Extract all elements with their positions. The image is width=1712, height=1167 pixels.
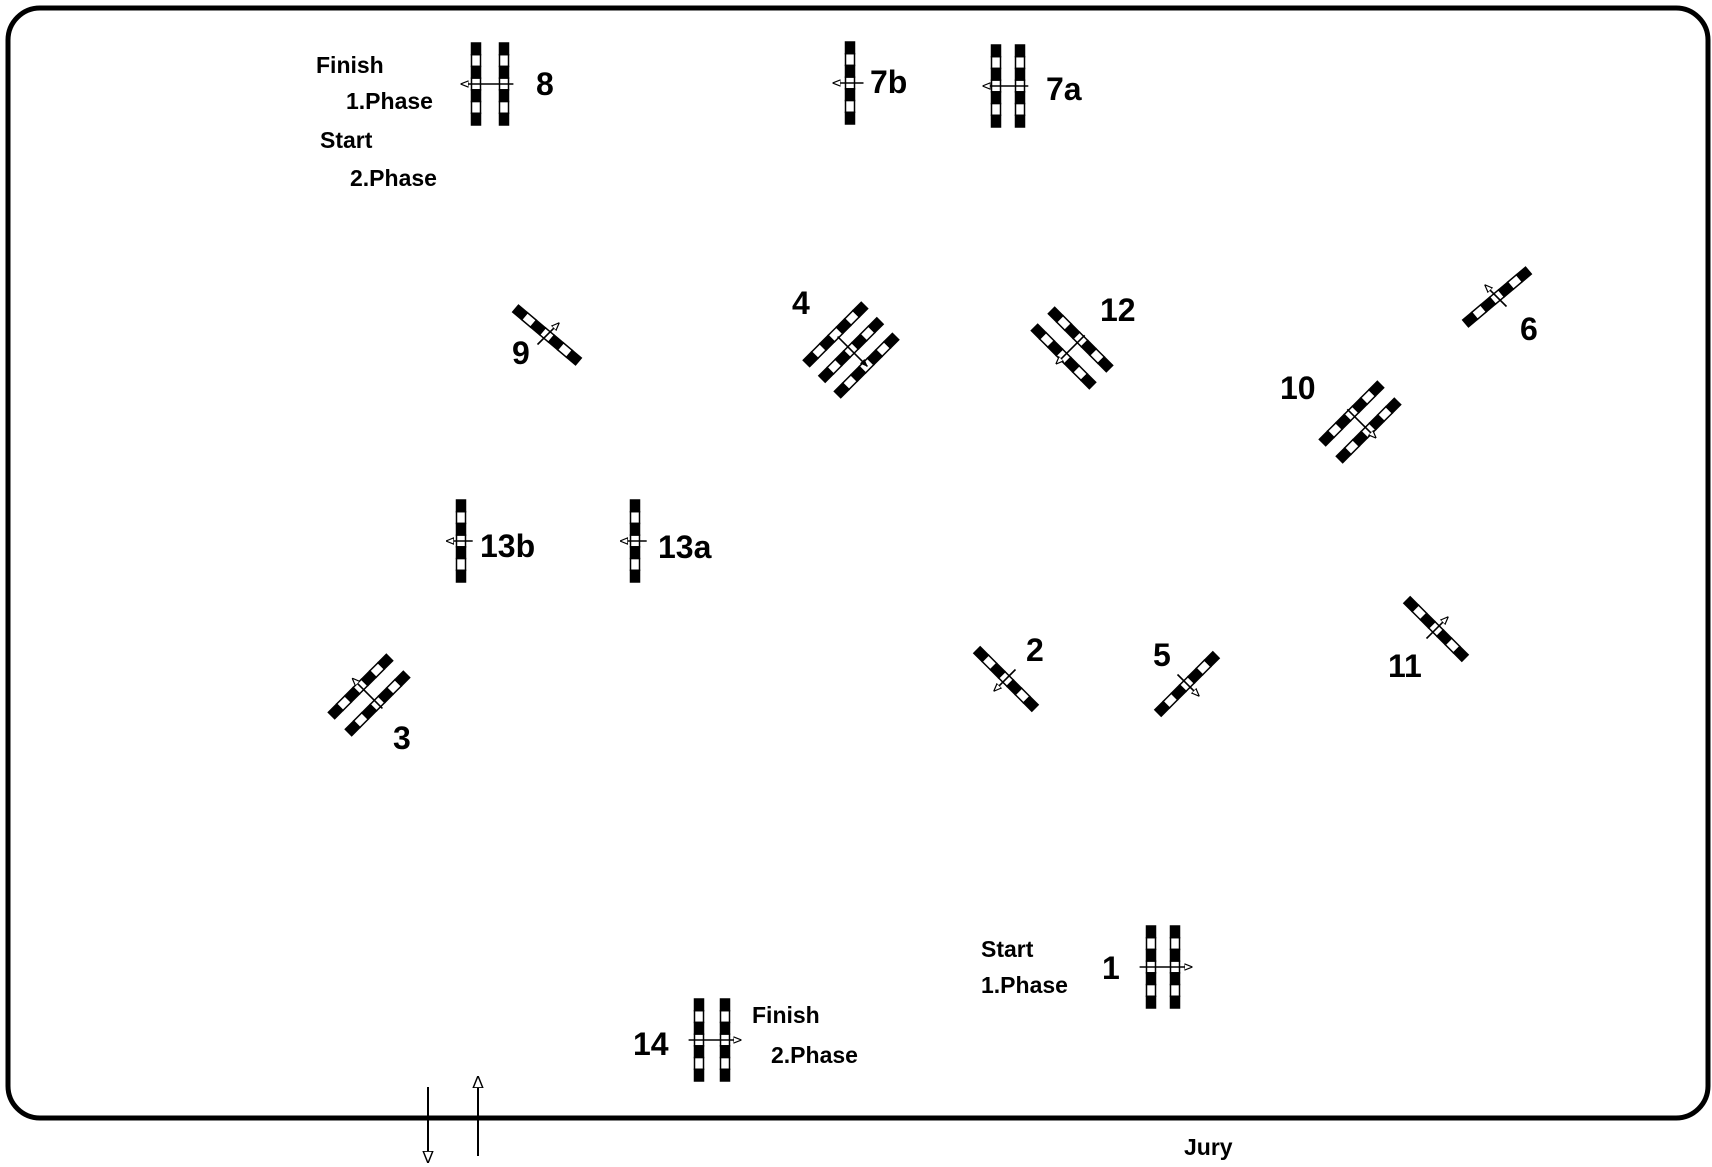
obstacle-number-7a: 7a [1046, 71, 1082, 107]
obstacle-number-9: 9 [512, 335, 530, 371]
obstacle-number-13a: 13a [658, 529, 712, 565]
obstacles [327, 41, 1533, 1082]
obstacle-10-rail [1318, 380, 1385, 447]
obstacle-8 [461, 42, 514, 126]
obstacle-6 [1461, 266, 1533, 328]
obstacle-4 [802, 301, 900, 399]
obstacle-7a-rail [990, 44, 1002, 128]
obstacle-number-11: 11 [1388, 648, 1422, 684]
obstacle-11 [1402, 595, 1470, 663]
obstacle-number-7b: 7b [870, 64, 908, 100]
obstacle-12-rail [1047, 306, 1114, 373]
obstacle-6-rail [1461, 266, 1533, 328]
finish-phase1-label: Finish [316, 52, 384, 78]
obstacle-number-5: 5 [1153, 637, 1171, 673]
obstacle-2 [972, 645, 1040, 713]
obstacle-7b [834, 41, 864, 125]
obstacle-12-direction-arrow [1056, 334, 1086, 363]
obstacle-10 [1318, 380, 1402, 464]
obstacle-4-direction-arrow [837, 336, 868, 367]
obstacle-number-1: 1 [1102, 950, 1120, 986]
start-phase1-phase: 1.Phase [981, 972, 1068, 998]
obstacle-14-rail [719, 998, 731, 1082]
obstacle-9-rail [511, 304, 583, 366]
start-phase2-label: Start [320, 127, 373, 153]
obstacle-3-rail [327, 653, 394, 720]
obstacle-number-10: 10 [1280, 370, 1316, 406]
obstacle-5 [1153, 650, 1221, 718]
obstacle-9 [511, 304, 583, 366]
obstacle-13a [621, 499, 647, 583]
finish-phase1-phase: 1.Phase [346, 88, 433, 114]
obstacle-7b-rail [844, 41, 856, 125]
obstacle-1 [1139, 925, 1192, 1009]
finish-phase2-label: Finish [752, 1002, 820, 1028]
obstacle-4-rail [817, 316, 885, 384]
obstacle-12 [1030, 306, 1114, 390]
obstacle-number-6: 6 [1520, 311, 1538, 347]
obstacle-9-direction-arrow [536, 323, 559, 346]
obstacle-11-direction-arrow [1425, 617, 1448, 640]
obstacle-number-13b: 13b [480, 528, 536, 564]
obstacle-13b [447, 499, 473, 583]
obstacle-number-3: 3 [393, 720, 411, 756]
obstacle-10-direction-arrow [1346, 408, 1375, 437]
obstacle-3 [327, 653, 411, 737]
obstacle-6-direction-arrow [1485, 285, 1508, 308]
obstacle-number-2: 2 [1026, 632, 1044, 668]
obstacle-14 [688, 998, 741, 1082]
entrance-arrows [428, 1077, 478, 1162]
obstacle-13b-rail [455, 499, 467, 583]
arena-border [5, 5, 1711, 1121]
obstacle-8-rail [498, 42, 510, 126]
obstacle-number-8: 8 [536, 66, 554, 102]
obstacle-4-rail [802, 301, 869, 368]
finish-phase2-phase: 2.Phase [771, 1042, 858, 1068]
start-phase2-phase: 2.Phase [350, 165, 437, 191]
obstacle-number-14: 14 [633, 1026, 669, 1062]
obstacle-2-direction-arrow [994, 668, 1017, 691]
obstacle-7a [983, 44, 1029, 128]
obstacle-3-direction-arrow [353, 679, 383, 709]
jury-label: Jury [1184, 1134, 1233, 1160]
obstacle-number-4: 4 [792, 285, 810, 321]
obstacle-14-rail [693, 998, 705, 1082]
obstacle-5-direction-arrow [1176, 673, 1199, 696]
start-phase1-label: Start [981, 936, 1034, 962]
obstacle-number-12: 12 [1100, 292, 1136, 328]
